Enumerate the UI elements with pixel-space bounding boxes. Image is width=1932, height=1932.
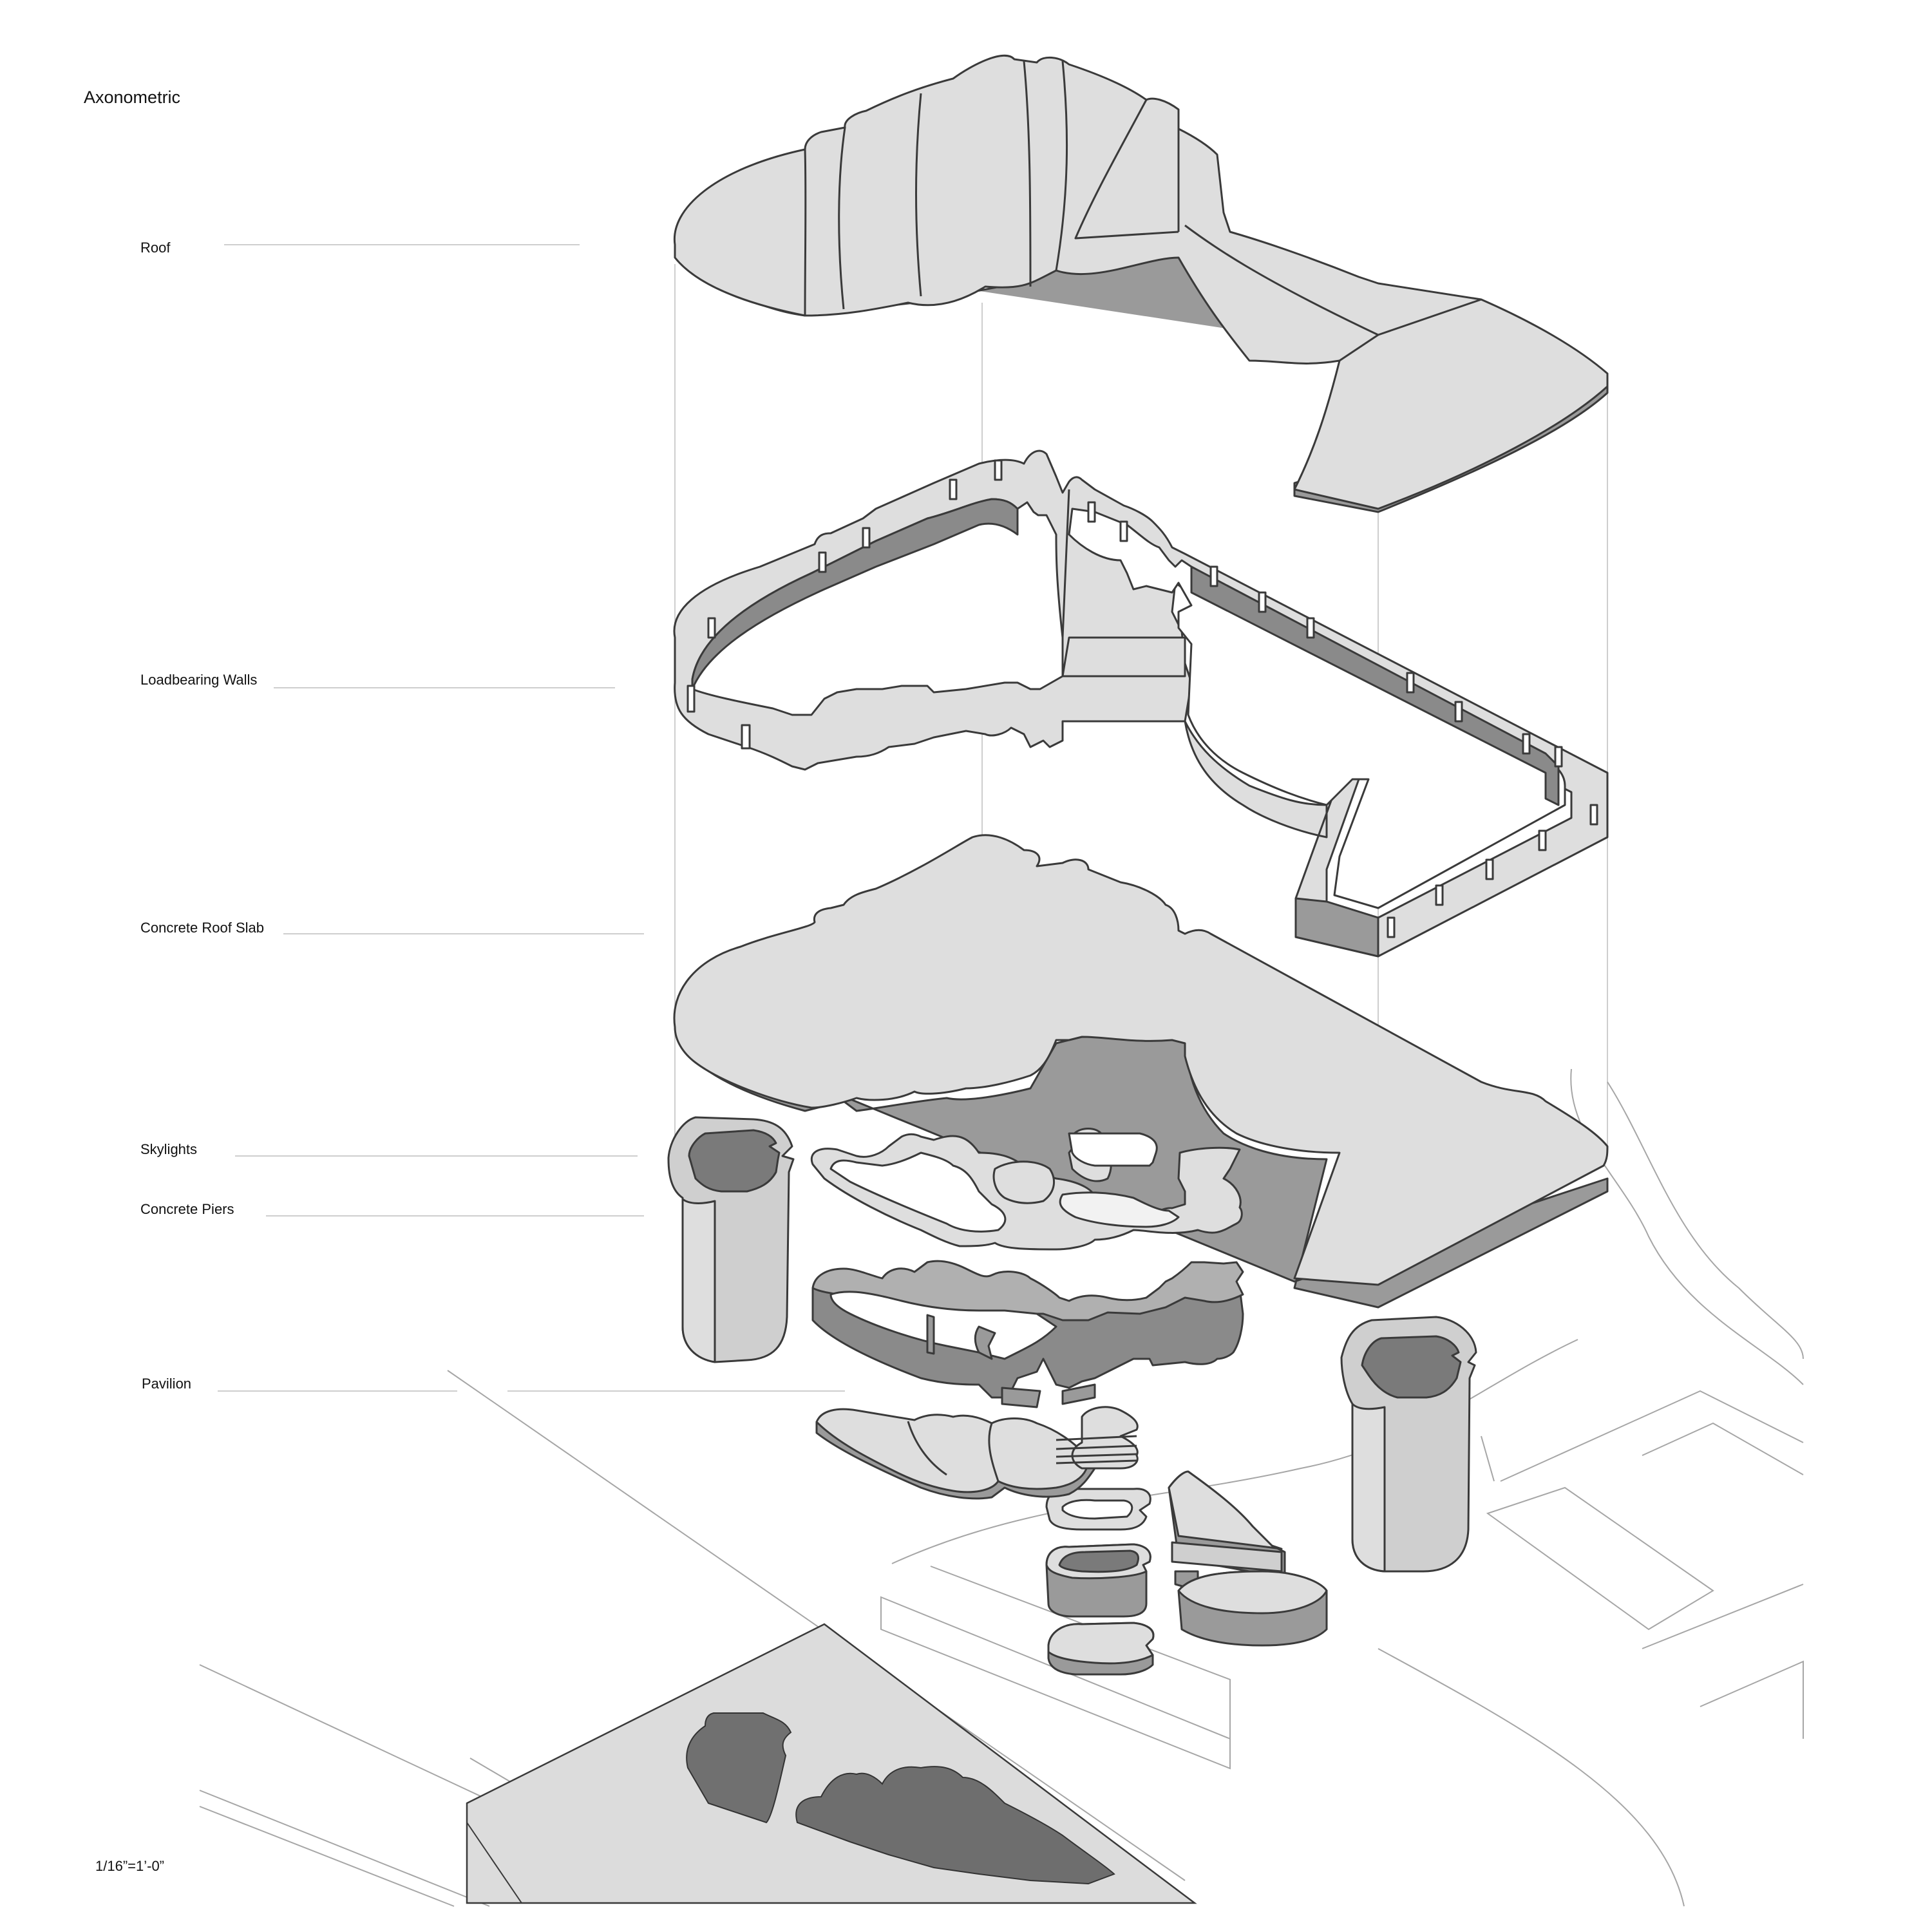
label-concrete-roof-slab: Concrete Roof Slab: [140, 920, 264, 936]
platform-edge: [466, 1803, 522, 1904]
scale-note: 1/16”=1’-0”: [95, 1858, 165, 1874]
label-skylights: Skylights: [140, 1141, 198, 1157]
walls-layer: [673, 450, 1609, 958]
pier-left: [667, 1116, 795, 1363]
drawing-title: Axonometric: [84, 88, 181, 107]
pier-right: [1340, 1316, 1477, 1573]
label-roof: Roof: [140, 240, 171, 256]
label-concrete-piers: Concrete Piers: [140, 1201, 234, 1217]
pavilion-floor: [815, 1406, 1328, 1676]
skylights: [810, 1128, 1243, 1531]
label-loadbearing-walls: Loadbearing Walls: [140, 672, 258, 688]
roof-layer: [673, 55, 1609, 513]
platform-shadow: [686, 1712, 792, 1824]
platform-shadow: [795, 1766, 1115, 1885]
label-pavilion: Pavilion: [142, 1376, 192, 1392]
pavilion-walls: [811, 1260, 1244, 1408]
slab-layer: [673, 834, 1609, 1309]
